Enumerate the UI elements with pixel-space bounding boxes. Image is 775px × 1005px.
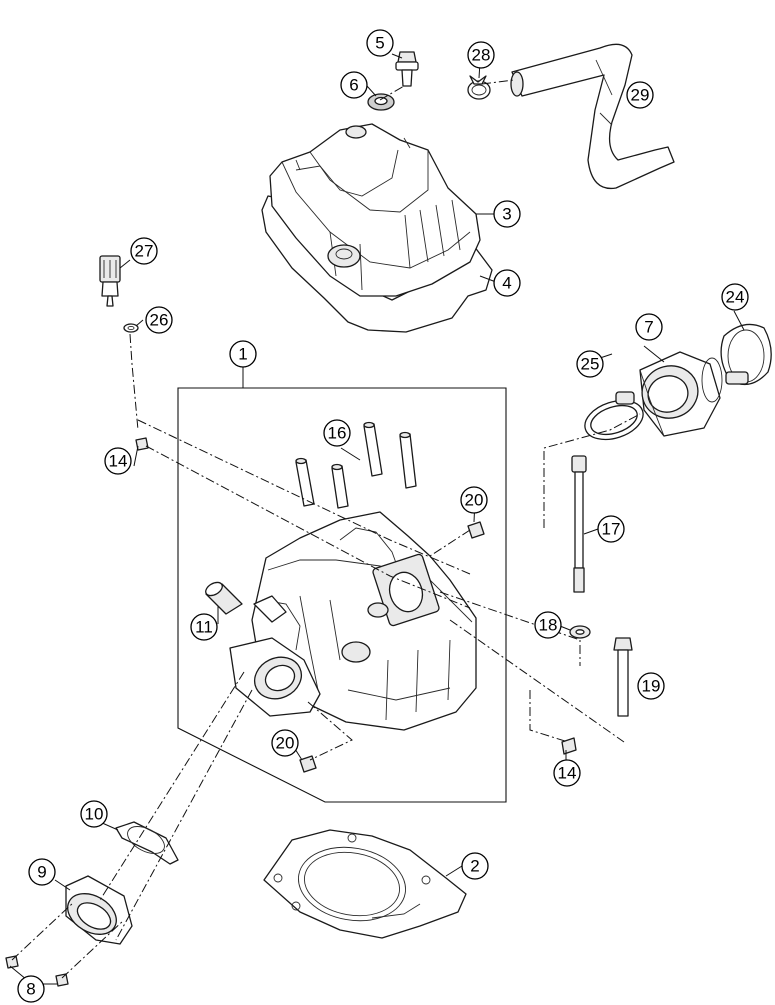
callout-26: 26 <box>145 306 173 334</box>
svg-text:28: 28 <box>472 46 491 65</box>
callout-20-lower: 20 <box>271 729 299 757</box>
plug-bolt-20-lower <box>299 755 317 773</box>
callout-2: 2 <box>461 852 489 880</box>
svg-text:6: 6 <box>349 76 358 95</box>
svg-text:1: 1 <box>238 345 247 364</box>
cylinder-head-gasket <box>263 829 467 939</box>
callout-7: 7 <box>635 313 663 341</box>
callout-28: 28 <box>467 41 495 69</box>
svg-text:25: 25 <box>581 355 600 374</box>
callout-20-upper: 20 <box>460 486 488 514</box>
seal-washer <box>367 93 395 111</box>
dowel-sleeve <box>205 581 243 615</box>
callout-27: 27 <box>130 237 158 265</box>
svg-text:26: 26 <box>150 311 169 330</box>
hose-clamp-large <box>584 391 644 441</box>
svg-text:4: 4 <box>502 274 511 293</box>
svg-text:14: 14 <box>109 452 128 471</box>
callout-3: 3 <box>493 200 521 228</box>
cylinder-head <box>229 511 477 731</box>
valve-cover <box>269 123 481 297</box>
svg-text:19: 19 <box>642 677 661 696</box>
callout-8: 8 <box>17 975 45 1003</box>
valve-guides <box>295 421 417 509</box>
cylinder-head-group-frame <box>177 387 507 803</box>
callout-14-upper: 14 <box>104 447 132 475</box>
stud-washer <box>569 625 591 639</box>
callout-17: 17 <box>597 515 625 543</box>
temperature-sensor <box>99 255 121 307</box>
svg-text:10: 10 <box>85 805 104 824</box>
stud-bolt <box>571 455 587 593</box>
svg-text:29: 29 <box>631 86 650 105</box>
intake-gasket <box>115 821 179 865</box>
svg-text:5: 5 <box>375 34 384 53</box>
svg-text:3: 3 <box>502 205 511 224</box>
intake-rubber <box>65 875 133 945</box>
callout-29: 29 <box>626 81 654 109</box>
long-bolt <box>613 637 633 717</box>
svg-text:18: 18 <box>539 616 558 635</box>
callout-10: 10 <box>80 800 108 828</box>
callout-11: 11 <box>190 613 218 641</box>
svg-text:24: 24 <box>726 288 745 307</box>
svg-text:14: 14 <box>558 764 577 783</box>
svg-text:17: 17 <box>602 520 621 539</box>
plug-bolt-14-upper <box>135 437 149 451</box>
hose-clamp-small <box>467 75 491 100</box>
svg-text:27: 27 <box>135 242 154 261</box>
callout-1: 1 <box>229 340 257 368</box>
intake-manifold <box>639 351 723 437</box>
svg-text:16: 16 <box>328 424 347 443</box>
callout-18: 18 <box>534 611 562 639</box>
callout-19: 19 <box>637 672 665 700</box>
callout-16: 16 <box>323 419 351 447</box>
callout-25: 25 <box>576 350 604 378</box>
callout-9: 9 <box>28 858 56 886</box>
sensor-seal-ring <box>123 323 139 333</box>
svg-text:9: 9 <box>37 863 46 882</box>
svg-text:7: 7 <box>644 318 653 337</box>
callout-24: 24 <box>721 283 749 311</box>
cover-screw <box>395 51 419 87</box>
intake-screws <box>5 955 69 987</box>
breather-hose <box>510 43 675 190</box>
callout-5: 5 <box>366 29 394 57</box>
svg-text:20: 20 <box>276 734 295 753</box>
callout-6: 6 <box>340 71 368 99</box>
callout-4: 4 <box>493 269 521 297</box>
svg-text:11: 11 <box>195 618 213 637</box>
svg-text:2: 2 <box>470 857 479 876</box>
callout-14-lower: 14 <box>553 759 581 787</box>
hose-clamp-band <box>720 323 772 386</box>
svg-text:8: 8 <box>26 980 35 999</box>
assembly-lines <box>11 79 641 979</box>
svg-text:20: 20 <box>465 491 484 510</box>
plug-bolt-20-upper <box>467 521 485 539</box>
